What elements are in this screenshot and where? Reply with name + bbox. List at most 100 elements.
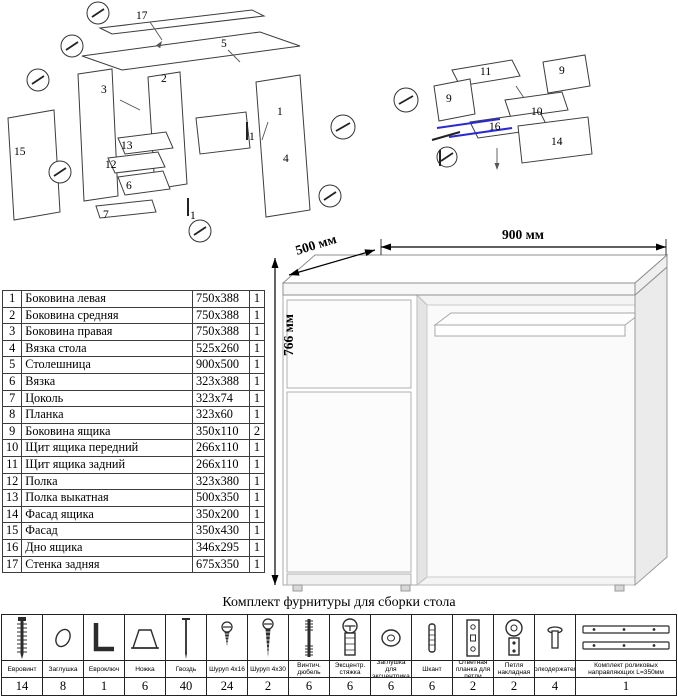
parts-cell-qty: 2	[249, 422, 265, 441]
part-number-callout: 2	[161, 73, 167, 85]
parts-cell-num: 9	[1, 422, 23, 441]
parts-cell-size: 323x380	[192, 472, 250, 491]
parts-cell-name: Дно ящика	[21, 538, 193, 557]
desk-3d-view	[271, 239, 669, 592]
parts-cell-qty: 1	[249, 439, 265, 457]
hardware-item-qty: 14	[15, 679, 29, 693]
parts-cell-name: Планка	[21, 406, 193, 424]
part-number-callout: 11	[480, 66, 492, 78]
hardware-item-label: Ответная планка для петли	[453, 661, 493, 678]
hardware-item-label: Шкант	[412, 661, 452, 678]
hardware-item-qty: 6	[387, 679, 395, 693]
parts-cell-name: Цоколь	[21, 389, 193, 408]
parts-cell-size: 525x260	[192, 339, 250, 358]
dimension-arrowheads	[271, 243, 666, 585]
hardware-item-qty: 2	[510, 679, 518, 693]
part-number-callout: 17	[136, 10, 148, 22]
overlay-hinge-icon	[494, 615, 534, 661]
part-number-callout: 1	[190, 210, 196, 222]
parts-cell-num: 17	[1, 555, 23, 574]
hardware-item-label: Заглушка для эксцентрика	[371, 661, 411, 678]
parts-cell-num: 2	[1, 306, 23, 325]
hardware-item-label: Гвоздь	[166, 661, 206, 678]
parts-cell-size: 350x110	[192, 422, 250, 441]
hardware-item-label: Винтич. дюбель	[289, 661, 329, 678]
hardware-item-qty: 24	[220, 679, 234, 693]
parts-cell-num: 10	[1, 439, 23, 457]
parts-cell-size: 323x74	[192, 389, 250, 408]
hardware-kit-title: Комплект фурнитуры для сборки стола	[222, 595, 456, 610]
parts-cell-qty: 1	[249, 339, 265, 358]
parts-cell-num: 12	[1, 472, 23, 491]
screw-4x30-icon	[248, 615, 288, 661]
hardware-item-label: Полкодержатель	[535, 661, 575, 678]
cam-lock-icon	[330, 615, 370, 661]
parts-cell-name: Полка	[21, 472, 193, 491]
part-number-callout: 12	[105, 159, 117, 171]
hardware-item-label: Заглушка	[43, 661, 83, 678]
part-number-callout: 1	[277, 106, 283, 118]
parts-cell-num: 11	[1, 455, 23, 474]
hardware-item-label: Шуруп 4х30	[248, 661, 288, 678]
parts-cell-num: 3	[1, 323, 23, 341]
parts-cell-size: 500x350	[192, 489, 250, 507]
parts-cell-qty: 1	[249, 290, 265, 308]
hardware-item-label: Эксцентр. стяжка	[330, 661, 370, 678]
parts-cell-num: 1	[1, 290, 23, 308]
parts-cell-num: 5	[1, 356, 23, 374]
parts-cell-num: 15	[1, 522, 23, 540]
parts-cell-num: 16	[1, 538, 23, 557]
hardware-item-qty: 40	[179, 679, 193, 693]
parts-cell-size: 350x430	[192, 522, 250, 540]
drawer-slide-highlight	[436, 118, 513, 138]
parts-cell-size: 323x388	[192, 372, 250, 391]
dimension-lines	[274, 239, 667, 585]
parts-cell-name: Щит ящика передний	[21, 439, 193, 457]
parts-cell-qty: 1	[249, 555, 265, 574]
hardware-item-qty: 1	[622, 679, 630, 693]
parts-cell-name: Фасад	[21, 522, 193, 540]
parts-cell-size: 346x295	[192, 538, 250, 557]
parts-cell-size: 750x388	[192, 306, 250, 325]
part-number-callout: 9	[446, 93, 452, 105]
height-dimension-label: 766 мм	[281, 313, 296, 357]
parts-cell-name: Боковина ящика	[21, 422, 193, 441]
part-number-callout: 14	[551, 136, 563, 148]
dowel-screw-icon	[289, 615, 329, 661]
hardware-item-qty: 6	[305, 679, 313, 693]
part-number-callout: 10	[531, 106, 543, 118]
shelf-support-icon	[535, 615, 575, 661]
desk-drawing: 900 мм 500 мм 766 мм	[263, 225, 678, 597]
hardware-item-shelf-support: Полкодержатель4	[535, 615, 576, 695]
hex-key-icon	[84, 615, 124, 661]
desk-exploded-view	[7, 9, 311, 221]
part-number-callout: 15	[14, 146, 26, 158]
confirmat-screw-icon	[2, 615, 42, 661]
